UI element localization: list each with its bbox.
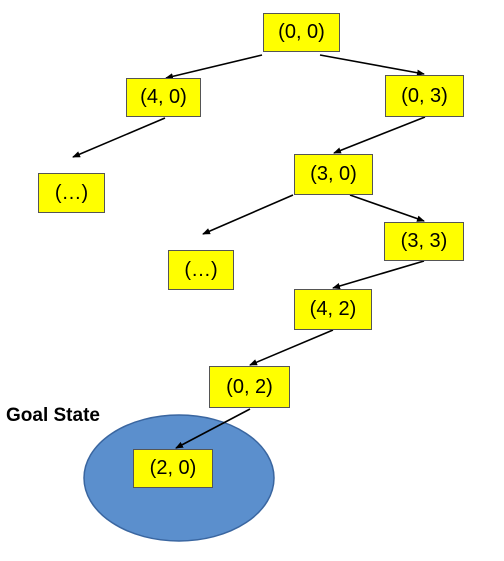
state-node-0-2: (0, 2) [209, 366, 290, 408]
goal-state-label: Goal State [6, 405, 100, 426]
state-node-4-0: (4, 0) [126, 78, 201, 117]
edge-n33-n42 [332, 260, 425, 290]
edge-n40-nl1 [72, 117, 166, 158]
state-node-0-3: (0, 3) [385, 75, 464, 117]
edge-n00-n40 [165, 54, 263, 80]
state-node-3-0: (3, 0) [294, 154, 373, 195]
edge-n30-nl2 [202, 194, 294, 235]
edge-n42-n02 [249, 329, 334, 366]
edge-n03-n30 [333, 116, 426, 154]
edge-n02-n20 [175, 408, 251, 449]
state-node-4-2: (4, 2) [294, 289, 372, 330]
goal-state-node-2-0: (2, 0) [133, 449, 213, 488]
edge-group [72, 54, 426, 449]
edge-n30-n33 [349, 194, 425, 222]
state-node-3-3: (3, 3) [384, 222, 464, 261]
state-node-ellipsis-left: (…) [38, 173, 105, 213]
state-node-ellipsis-middle: (…) [168, 250, 234, 290]
state-node-0-0: (0, 0) [263, 13, 340, 52]
edge-n00-n03 [319, 54, 425, 76]
